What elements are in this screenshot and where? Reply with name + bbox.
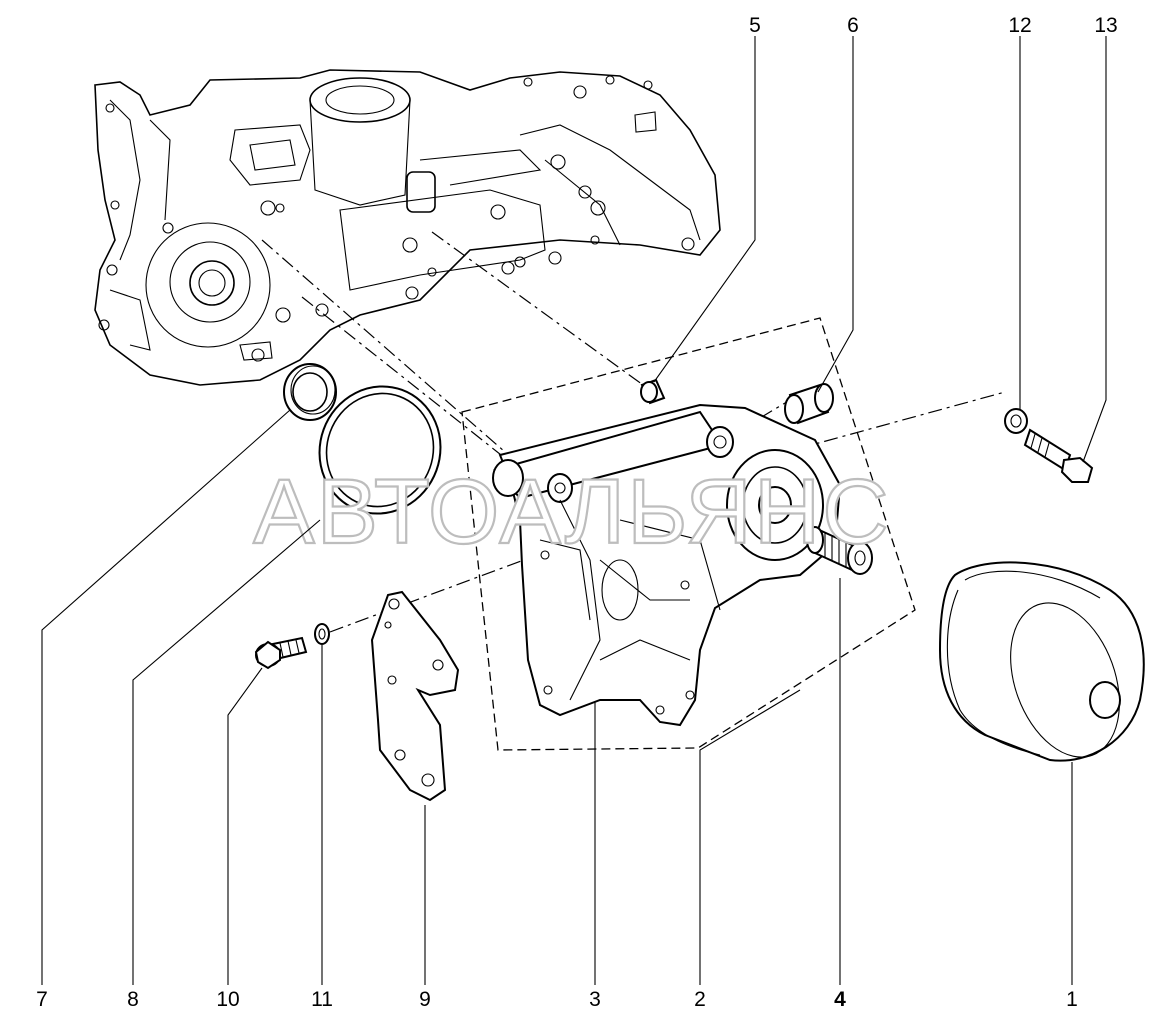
part-10-bolt	[254, 636, 308, 670]
assembly-boundary	[461, 317, 916, 751]
callout-label-3: 3	[589, 988, 601, 1011]
callout-label-13: 13	[1094, 14, 1117, 37]
callout-label-10: 10	[216, 988, 239, 1011]
engine-block	[94, 69, 721, 386]
part-7-seal	[283, 363, 337, 421]
callout-numbers: 1 2 3 4 5 6 7 8 9 10 11 12 13	[36, 14, 1118, 1011]
part-12-washer	[1004, 408, 1028, 434]
callout-label-8: 8	[127, 988, 139, 1011]
part-4-fitting	[806, 526, 873, 575]
part-6-plug	[784, 383, 834, 425]
callout-label-9: 9	[419, 988, 431, 1011]
part-9-plate	[370, 590, 460, 802]
part-13-bolt	[1023, 428, 1094, 483]
part-11-washer	[314, 623, 330, 645]
oil-filter-bracket	[492, 403, 842, 727]
callout-label-12: 12	[1008, 14, 1031, 37]
callout-label-1: 1	[1066, 988, 1078, 1011]
callout-label-5: 5	[749, 14, 761, 37]
leader-lines	[41, 36, 1107, 985]
callout-label-7: 7	[36, 988, 48, 1011]
part-1-oil-filter	[938, 561, 1145, 762]
callout-label-6: 6	[847, 14, 859, 37]
part-5-bushing	[640, 378, 666, 405]
callout-label-11: 11	[311, 988, 333, 1011]
callout-label-4: 4	[834, 988, 846, 1011]
callout-label-2: 2	[694, 988, 706, 1011]
part-8-o-ring	[318, 385, 442, 515]
watermark-text: АВТОАЛЬЯНС	[253, 461, 891, 563]
